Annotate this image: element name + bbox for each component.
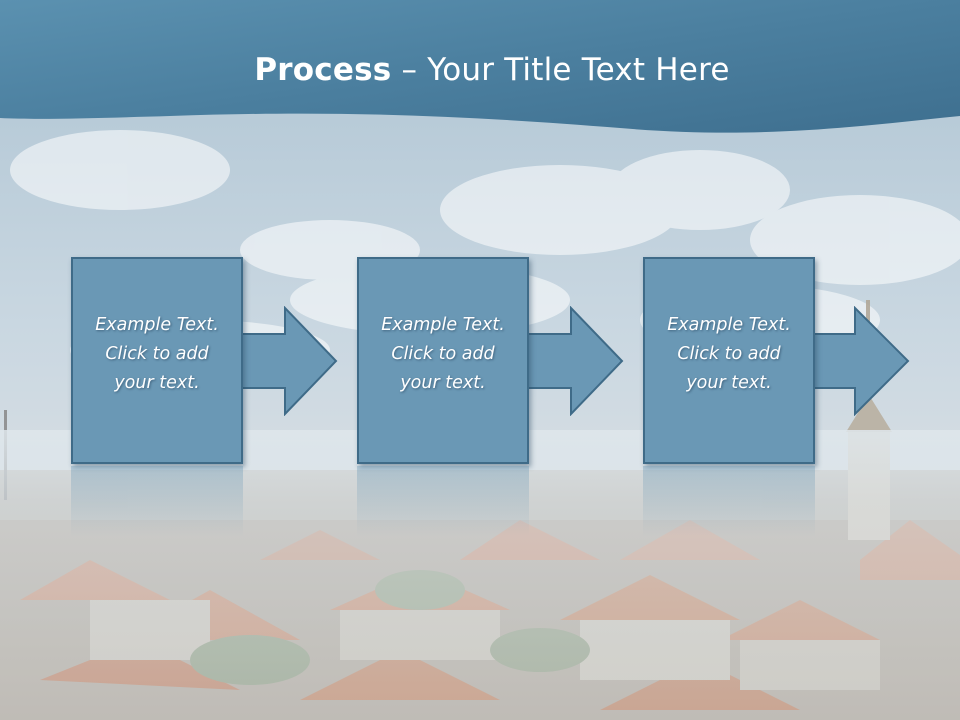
title-bold: Process xyxy=(254,52,392,88)
step-2-box[interactable]: Example Text. Click to add your text. xyxy=(357,257,529,464)
step-1-box[interactable]: Example Text. Click to add your text. xyxy=(71,257,243,464)
step-3-arrow xyxy=(808,306,910,416)
step-2-line-2: Click to add xyxy=(391,344,495,364)
step-1-arrow xyxy=(236,306,338,416)
step-2-reflection xyxy=(357,466,529,536)
slide-title[interactable]: Process – Your Title Text Here xyxy=(0,52,960,88)
step-3-line-2: Click to add xyxy=(677,344,781,364)
step-3-text: Example Text. Click to add your text. xyxy=(645,311,813,398)
step-2-line-3: your text. xyxy=(400,373,486,393)
step-1-line-2: Click to add xyxy=(105,344,209,364)
step-3-line-1: Example Text. xyxy=(667,315,791,335)
step-1-text: Example Text. Click to add your text. xyxy=(73,311,241,398)
step-1-reflection xyxy=(71,466,243,536)
step-1-line-3: your text. xyxy=(114,373,200,393)
step-3-box[interactable]: Example Text. Click to add your text. xyxy=(643,257,815,464)
step-1-line-1: Example Text. xyxy=(95,315,219,335)
title-band xyxy=(0,0,960,133)
step-2-arrow xyxy=(522,306,624,416)
title-rest: – Your Title Text Here xyxy=(391,52,730,88)
step-3-reflection xyxy=(643,466,815,536)
step-2-line-1: Example Text. xyxy=(381,315,505,335)
step-3-line-3: your text. xyxy=(686,373,772,393)
step-2-text: Example Text. Click to add your text. xyxy=(359,311,527,398)
